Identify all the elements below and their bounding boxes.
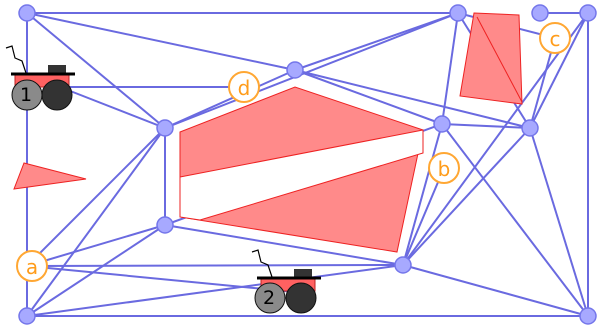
- goal-d-label: d: [238, 76, 251, 100]
- robot-2-top: [294, 269, 312, 279]
- goal-d: d: [228, 71, 260, 103]
- goal-b: b: [428, 152, 460, 184]
- roadmap-edge: [529, 127, 589, 317]
- roadmap-edge: [441, 123, 589, 317]
- roadmap-node: [521, 119, 539, 137]
- roadmap-edge: [26, 12, 166, 129]
- roadmap-node: [156, 119, 174, 137]
- roadmap-edge: [402, 127, 531, 266]
- roadmap-edge: [26, 12, 296, 71]
- obstacles: [13, 12, 523, 253]
- roadmap-edge: [402, 167, 445, 266]
- roadmap-node: [449, 4, 467, 22]
- obstacle-top-right: [459, 12, 523, 105]
- goal-b-label: b: [438, 157, 451, 181]
- robot-2-label: 2: [263, 287, 275, 309]
- roadmap-edge: [26, 264, 404, 267]
- robot-1-wheel-front: [41, 79, 73, 111]
- roadmap-edge: [164, 12, 459, 129]
- roadmap-edge: [26, 224, 166, 267]
- robot-1-antenna: [5, 45, 27, 74]
- roadmap-node: [18, 307, 36, 325]
- roadmap-node: [18, 4, 36, 22]
- obstacle-left-wedge: [13, 162, 87, 190]
- roadmap-edge: [26, 127, 166, 267]
- robot-2-antenna: [251, 249, 273, 278]
- roadmap-edge: [26, 127, 166, 317]
- roadmap-edge: [26, 265, 296, 293]
- robot-2: 2: [251, 249, 321, 314]
- robot-2-wheel-back: [254, 282, 286, 314]
- robot-2-wheel-front: [285, 282, 317, 314]
- goal-c: c: [539, 22, 571, 54]
- roadmap-edge: [529, 12, 589, 129]
- roadmap-edge: [164, 69, 296, 129]
- roadmap-node: [531, 4, 549, 22]
- roadmap-node: [286, 61, 304, 79]
- roadmap-node: [433, 115, 451, 133]
- goal-c-label: c: [550, 27, 561, 51]
- obstacle-central-gap: [179, 129, 424, 221]
- roadmap-edge: [294, 12, 459, 71]
- roadmap-node: [579, 4, 597, 22]
- roadmap-edge: [441, 123, 531, 129]
- roadmap-edge: [26, 264, 404, 317]
- roadmap-nodes: [18, 4, 597, 325]
- roadmap-edge: [294, 69, 443, 125]
- robot-1-label: 1: [20, 84, 32, 106]
- goal-a-label: a: [26, 255, 38, 279]
- roadmap-edge: [164, 224, 404, 266]
- roadmap-edge: [402, 12, 589, 266]
- goal-a: a: [16, 250, 48, 282]
- roadmap-node: [394, 256, 412, 274]
- roadmap-edge: [441, 12, 459, 125]
- robot-1-top: [48, 65, 66, 75]
- roadmap-edges: [26, 12, 589, 317]
- obstacle-top-right-edge: [476, 16, 523, 103]
- goal-markers: a b c d: [16, 22, 571, 282]
- roadmap-edge: [402, 264, 589, 317]
- robot-1: 1: [5, 45, 75, 111]
- roadmap-node: [156, 216, 174, 234]
- roadmap-edge: [402, 123, 443, 266]
- roadmap-edge: [26, 224, 166, 317]
- roadmap-node: [579, 307, 597, 325]
- roadmap-edge: [294, 69, 531, 129]
- roadmap-edge: [59, 86, 166, 129]
